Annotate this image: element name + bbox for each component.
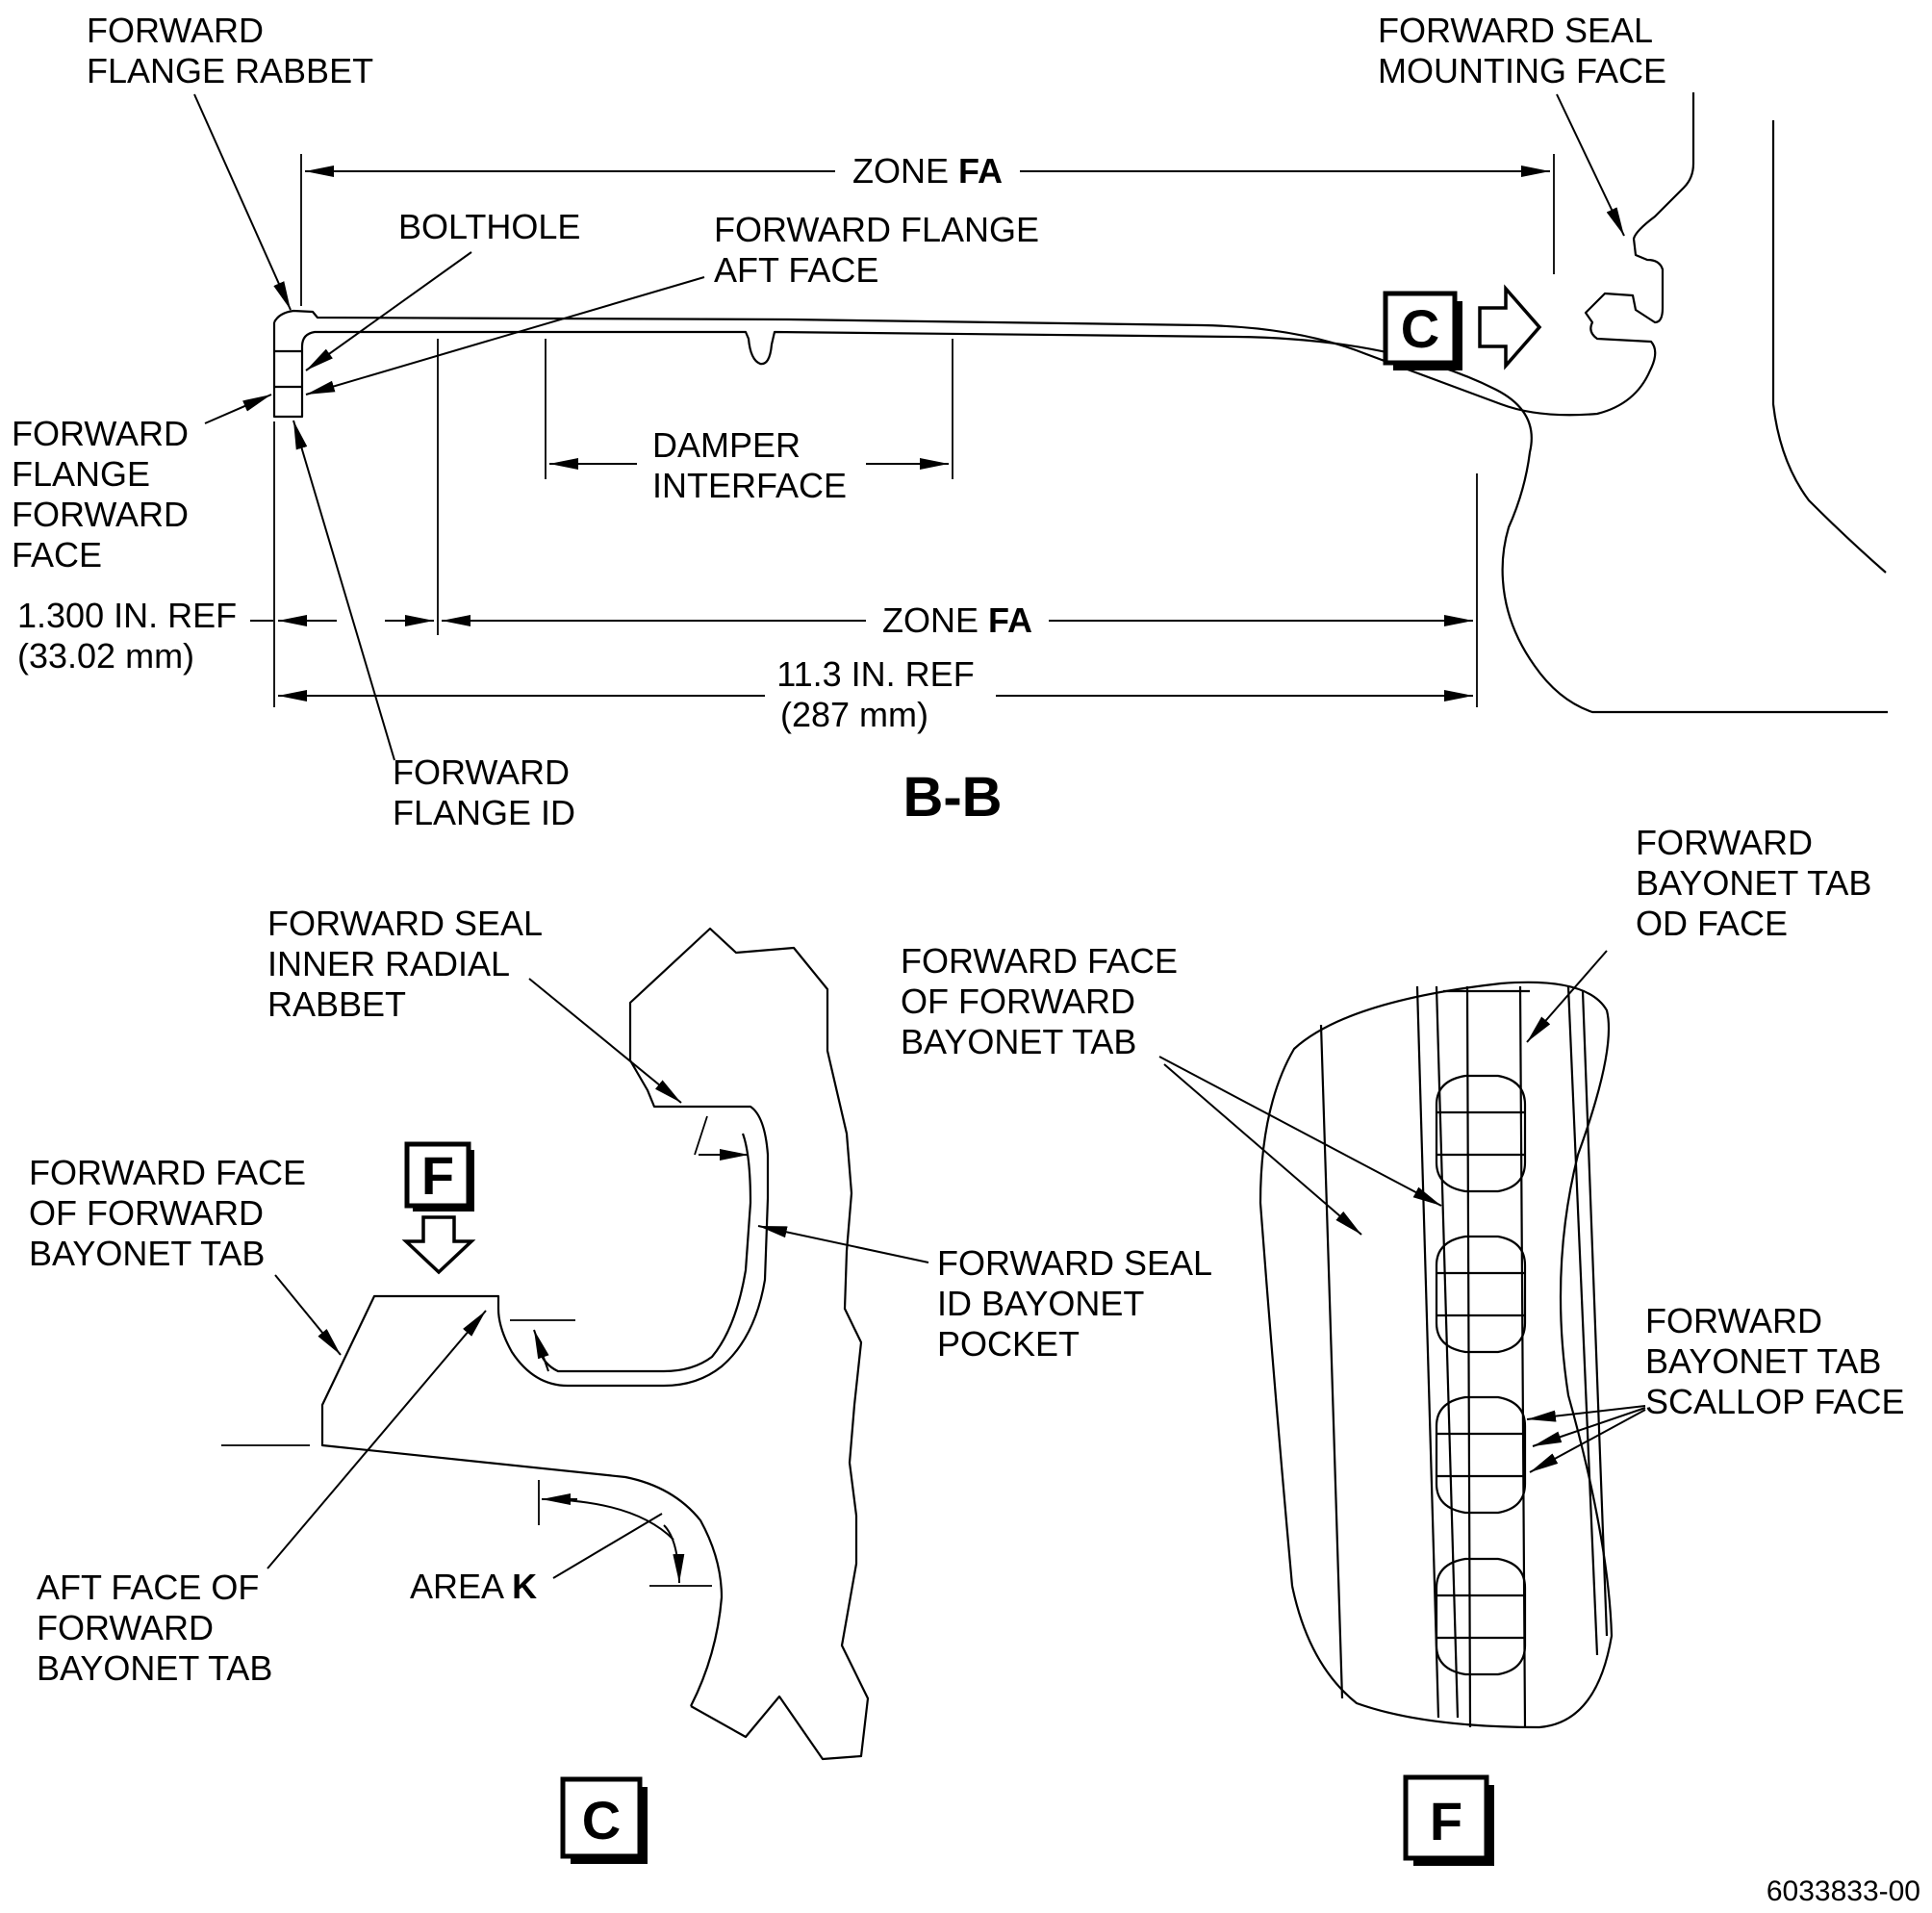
label-forward-flange-rabbet: FORWARD FLANGE RABBET bbox=[87, 11, 373, 90]
leader-forward-face-f-a bbox=[1158, 1056, 1442, 1207]
area-k-arc-right bbox=[663, 1524, 685, 1584]
label-aft-face-of-forward-bayonet-tab: AFT FACE OF FORWARD BAYONET TAB bbox=[37, 1568, 272, 1688]
leader-forward-flange-aft-face bbox=[305, 276, 705, 395]
label-forward-face-of-forward-bayonet-tab-c: FORWARD FACE OF FORWARD BAYONET TAB bbox=[29, 1153, 316, 1273]
figure-number: 6033833-00 bbox=[1767, 1875, 1920, 1907]
label-forward-seal-id-bayonet-pocket: FORWARD SEAL ID BAYONET POCKET bbox=[937, 1243, 1221, 1364]
detail-f-line-3 bbox=[1435, 985, 1460, 1719]
label-bolthole: BOLTHOLE bbox=[398, 207, 580, 246]
mating-part-outline bbox=[1771, 120, 1887, 574]
leader-forward-seal-inner-radial-rabbet bbox=[528, 978, 682, 1104]
bayonet-tab-2 bbox=[1435, 1235, 1527, 1354]
detail-c-ext-1 bbox=[694, 1115, 708, 1156]
detail-c-seal-outline bbox=[320, 1044, 770, 1707]
leader-forward-flange-id bbox=[292, 420, 395, 761]
label-forward-seal-inner-radial-rabbet: FORWARD SEAL INNER RADIAL RABBET bbox=[267, 904, 551, 1024]
dim-text-ref-long: 11.3 IN. REF (287 mm) bbox=[776, 654, 983, 734]
bayonet-tab-3 bbox=[1435, 1395, 1527, 1515]
label-forward-seal-mounting-face: FORWARD SEAL MOUNTING FACE bbox=[1378, 11, 1666, 90]
dim-text-zone-bottom: ZONE FA bbox=[882, 600, 1032, 640]
detail-f-callout: F bbox=[401, 1141, 476, 1275]
label-damper-interface: DAMPER INTERFACE bbox=[652, 425, 847, 505]
view-title-bb: B-B bbox=[902, 766, 1002, 829]
bayonet-tab-4 bbox=[1435, 1557, 1527, 1676]
bayonet-tab-1 bbox=[1435, 1074, 1527, 1193]
bayonet-tab-chain bbox=[1443, 985, 1530, 1728]
label-forward-face-of-forward-bayonet-tab-f: FORWARD FACE OF FORWARD BAYONET TAB bbox=[901, 941, 1187, 1061]
detail-f-line-1 bbox=[1319, 1024, 1344, 1699]
detail-c-pocket-inner bbox=[537, 1133, 752, 1373]
label-forward-flange-aft-face: FORWARD FLANGE AFT FACE bbox=[714, 210, 1049, 290]
detail-f-outline bbox=[1258, 981, 1614, 1729]
detail-c-callout-letter: C bbox=[1401, 298, 1439, 359]
view-title-c: C bbox=[560, 1776, 648, 1864]
dim-text-zone-top: ZONE FA bbox=[852, 151, 1003, 191]
detail-f: FORWARD BAYONET TAB OD FACE FORWARD FACE… bbox=[901, 823, 1904, 1866]
detail-f-line-5 bbox=[1581, 990, 1609, 1637]
detail-c-callout: C bbox=[1383, 284, 1542, 370]
section-bb: C FORWARD FLANGE RABBET FORWARD SEAL MOU… bbox=[12, 11, 1888, 832]
detail-c-break-outline bbox=[628, 927, 870, 1761]
leader-pocket-c bbox=[533, 1329, 549, 1372]
leader-aft-face-c bbox=[267, 1310, 487, 1569]
detail-c: F FORWARD SEAL INNER RADIAL RABBET FORWA… bbox=[29, 904, 1221, 1864]
leader-forward-flange-rabbet bbox=[193, 93, 292, 311]
leader-scallop-c bbox=[1529, 1409, 1646, 1473]
leader-area-k bbox=[552, 1513, 663, 1579]
leader-forward-face-f-b bbox=[1163, 1063, 1362, 1236]
label-forward-flange-forward-face: FORWARD FLANGE FORWARD FACE bbox=[12, 414, 198, 574]
leader-forward-face-c bbox=[274, 1274, 342, 1356]
leader-forward-seal-mounting-face bbox=[1556, 93, 1625, 237]
leader-scallop-b bbox=[1532, 1407, 1646, 1447]
flange-top-outline bbox=[273, 92, 1695, 417]
label-area-k: AREA K bbox=[410, 1567, 537, 1606]
label-forward-bayonet-tab-od-face: FORWARD BAYONET TAB OD FACE bbox=[1636, 823, 1881, 943]
leader-forward-flange-forward-face bbox=[204, 394, 272, 424]
bayonet-tab-group bbox=[1435, 985, 1530, 1728]
leader-od-face bbox=[1526, 950, 1608, 1043]
detail-f-line-4 bbox=[1566, 985, 1599, 1656]
view-title-f-letter: F bbox=[1430, 1791, 1462, 1851]
area-k-arc bbox=[544, 1498, 674, 1541]
leader-scallop-a bbox=[1526, 1405, 1646, 1422]
label-forward-bayonet-tab-scallop-face: FORWARD BAYONET TAB SCALLOP FACE bbox=[1645, 1301, 1904, 1421]
leader-bolthole bbox=[305, 251, 472, 371]
view-title-f: F bbox=[1403, 1774, 1494, 1866]
detail-f-callout-letter: F bbox=[421, 1145, 454, 1206]
view-direction-down-arrow-icon bbox=[401, 1215, 476, 1275]
label-forward-flange-id: FORWARD FLANGE ID bbox=[393, 752, 579, 832]
leader-pocket-a bbox=[757, 1225, 929, 1263]
flange-body-outline bbox=[272, 322, 1888, 714]
view-direction-arrow-icon bbox=[1478, 284, 1542, 370]
detail-f-line-2 bbox=[1415, 985, 1440, 1719]
view-title-c-letter: C bbox=[582, 1790, 621, 1850]
dim-text-ref-short: 1.300 IN. REF (33.02 mm) bbox=[17, 596, 246, 676]
